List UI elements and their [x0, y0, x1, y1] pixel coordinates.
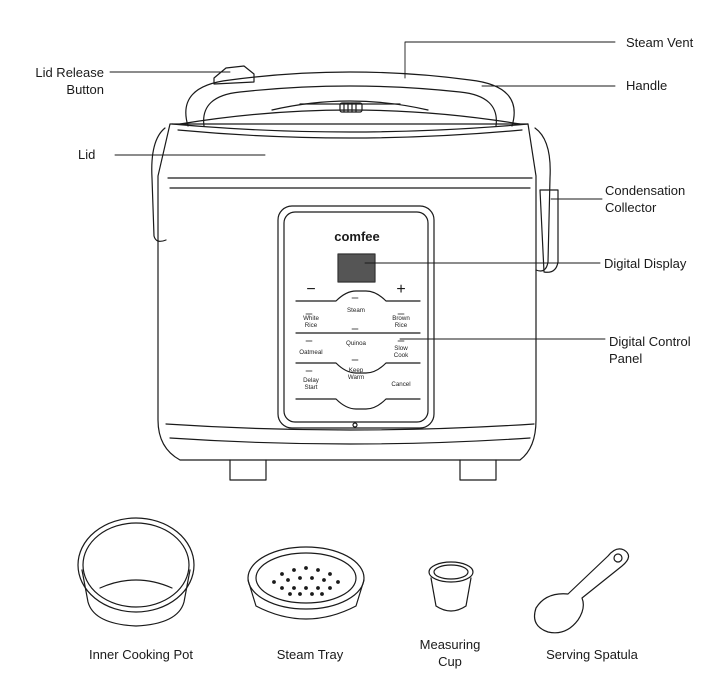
lid-release-label-line1: Lid Release: [35, 65, 104, 80]
handle-label: Handle: [626, 78, 668, 93]
minus-button: −: [306, 281, 315, 298]
lid-release-label: Lid Release Button: [0, 64, 104, 98]
delay-start-button-line1: Delay: [303, 377, 320, 384]
condensation-collector-label-line2: Collector: [605, 200, 657, 215]
plus-button: +: [396, 281, 405, 298]
control-panel-drawing: [277, 205, 435, 429]
condensation-collector-label-line1: Condensation: [605, 183, 686, 198]
lid-release-label-line2: Button: [66, 82, 104, 97]
control-panel-labels: comfee − + Steam White Rice Brown Rice Q…: [299, 229, 410, 391]
measuring-cup-label-line2: Cup: [438, 654, 462, 669]
steam-vent-drawing: [339, 102, 363, 113]
leader-lines: [109, 41, 616, 340]
steam-tray-label: Steam Tray: [276, 647, 344, 662]
inner-pot-label: Inner Cooking Pot: [88, 647, 194, 662]
handle-drawing: [185, 71, 515, 127]
steam-tray-drawing: [247, 546, 365, 620]
brand-logo: comfee: [334, 229, 380, 244]
cooker-body: [157, 123, 537, 481]
keep-warm-button-line1: Keep: [349, 367, 364, 374]
slow-cook-button-line1: Slow: [394, 345, 408, 352]
spatula-drawing: [533, 548, 630, 634]
steam-tray-holes: [272, 566, 340, 596]
serving-spatula-label: Serving Spatula: [546, 647, 638, 662]
slow-cook-button-line2: Cook: [394, 352, 409, 359]
white-rice-button-line2: Rice: [305, 322, 318, 329]
lid-release-button-drawing: [213, 65, 255, 85]
quinoa-button: Quinoa: [346, 340, 367, 347]
digital-display-label: Digital Display: [604, 256, 687, 271]
condensation-collector-drawing: [151, 127, 559, 273]
measuring-cup-label: Measuring Cup: [400, 636, 500, 670]
steam-button: Steam: [347, 307, 365, 314]
digital-control-panel-label: Digital Control Panel: [609, 333, 691, 367]
keep-warm-button-line2: Warm: [348, 374, 364, 381]
measuring-cup-drawing: [428, 561, 474, 612]
digital-control-panel-label-line2: Panel: [609, 351, 643, 366]
oatmeal-button: Oatmeal: [299, 349, 322, 356]
cancel-button: Cancel: [391, 381, 410, 388]
delay-start-button-line2: Start: [304, 384, 317, 391]
lid-label: Lid: [78, 147, 96, 162]
condensation-collector-label: Condensation Collector: [605, 182, 685, 216]
brown-rice-button-line2: Rice: [395, 322, 408, 329]
white-rice-button-line1: White: [303, 315, 319, 322]
steam-vent-label: Steam Vent: [626, 35, 694, 50]
inner-pot-drawing: [77, 517, 195, 627]
brown-rice-button-line1: Brown: [392, 315, 410, 322]
measuring-cup-label-line1: Measuring: [419, 637, 481, 652]
lid-drawing: [171, 109, 529, 139]
digital-control-panel-label-line1: Digital Control: [609, 334, 691, 349]
